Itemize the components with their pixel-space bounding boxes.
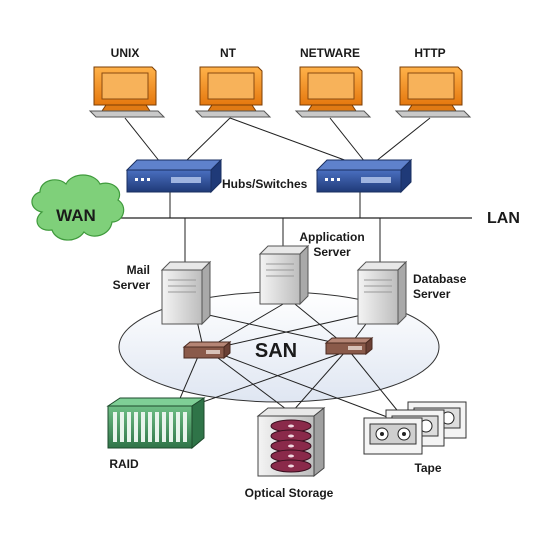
wan-label: WAN xyxy=(56,206,96,225)
san-switch-right xyxy=(324,336,374,356)
server-mail xyxy=(160,260,212,326)
workstation-netware xyxy=(294,66,372,118)
server-label-application-2: Server xyxy=(313,245,351,259)
workstation-unix xyxy=(88,66,166,118)
san-switch-left xyxy=(182,340,232,360)
server-label-mail-2: Server xyxy=(113,278,151,292)
server-label-database-1: Database xyxy=(413,272,467,286)
workstation-label-unix: UNIX xyxy=(111,46,140,60)
workstation-label-nt: NT xyxy=(220,46,237,60)
lan-label: LAN xyxy=(487,210,520,227)
connections xyxy=(118,117,472,421)
raid-array xyxy=(106,397,206,450)
server-label-mail-1: Mail xyxy=(127,263,150,277)
hubs-switches-label: Hubs/Switches xyxy=(222,177,308,191)
workstation-label-http: HTTP xyxy=(414,46,445,60)
hub-switch-right xyxy=(315,158,413,194)
optical-storage xyxy=(256,406,326,478)
server-label-application-1: Application xyxy=(299,230,364,244)
workstation-nt xyxy=(194,66,272,118)
raid-label: RAID xyxy=(109,457,139,471)
server-label-database-2: Server xyxy=(413,287,451,301)
san-label: SAN xyxy=(255,340,297,362)
tape-cartridges xyxy=(363,401,467,455)
workstation-label-netware: NETWARE xyxy=(300,46,360,60)
optical-storage-label: Optical Storage xyxy=(245,486,334,500)
wan-cloud xyxy=(31,174,125,241)
server-application xyxy=(258,244,310,306)
workstation-http xyxy=(394,66,472,118)
hub-switch-left xyxy=(125,158,223,194)
server-database xyxy=(356,260,408,326)
tape-label: Tape xyxy=(414,461,441,475)
